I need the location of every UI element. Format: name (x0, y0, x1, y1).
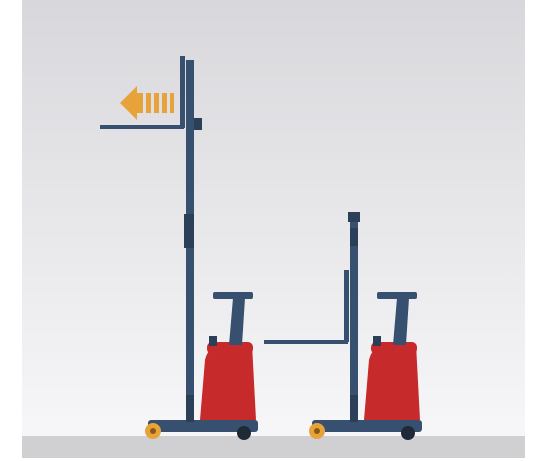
wheel-hub (150, 428, 156, 434)
mast-inner (344, 270, 349, 342)
mast-bracket-top (194, 118, 202, 130)
mast-bracket-top (348, 212, 360, 222)
wheel-hub (314, 428, 320, 434)
leg (350, 395, 358, 422)
background-panel (22, 0, 525, 440)
roof (377, 292, 417, 299)
leg (186, 395, 194, 422)
roof (213, 292, 253, 299)
handle (209, 336, 217, 346)
mast-bracket-mid (350, 228, 358, 246)
body (200, 344, 256, 420)
fork (264, 340, 348, 344)
handle (373, 336, 381, 346)
floor (22, 436, 525, 458)
mast-bracket-mid (184, 214, 194, 248)
mast-inner (180, 56, 185, 128)
fork (100, 125, 184, 129)
wheel-icon (237, 426, 251, 440)
body (364, 344, 420, 420)
wheel-icon (401, 426, 415, 440)
